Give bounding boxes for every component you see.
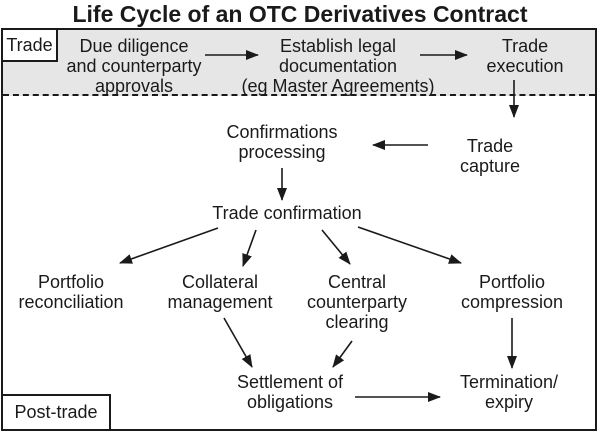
- node-portfolio-compression: Portfolio compression: [460, 272, 564, 312]
- trade-region-label: Trade: [1, 28, 58, 62]
- diagram-title: Life Cycle of an OTC Derivatives Contrac…: [72, 1, 528, 27]
- node-confirmations-processing: Confirmations processing: [226, 122, 338, 162]
- node-establish-legal-documentation: Establish legal documentation (eg Master…: [241, 36, 435, 96]
- node-collateral-management: Collateral management: [167, 272, 273, 312]
- node-portfolio-reconciliation: Portfolio reconciliation: [18, 272, 124, 312]
- node-trade-execution: Trade execution: [486, 36, 564, 76]
- post-trade-region-label: Post-trade: [1, 394, 111, 431]
- node-trade-capture: Trade capture: [459, 136, 521, 176]
- node-trade-confirmation: Trade confirmation: [212, 203, 362, 223]
- node-settlement-of-obligations: Settlement of obligations: [236, 372, 344, 412]
- node-due-diligence: Due diligence and counterparty approvals: [66, 36, 202, 96]
- node-central-counterparty-clearing: Central counterparty clearing: [306, 272, 408, 332]
- node-termination-expiry: Termination/ expiry: [459, 372, 559, 412]
- trade-phase-band: [3, 30, 595, 96]
- diagram-frame: Trade Post-trade: [1, 28, 597, 431]
